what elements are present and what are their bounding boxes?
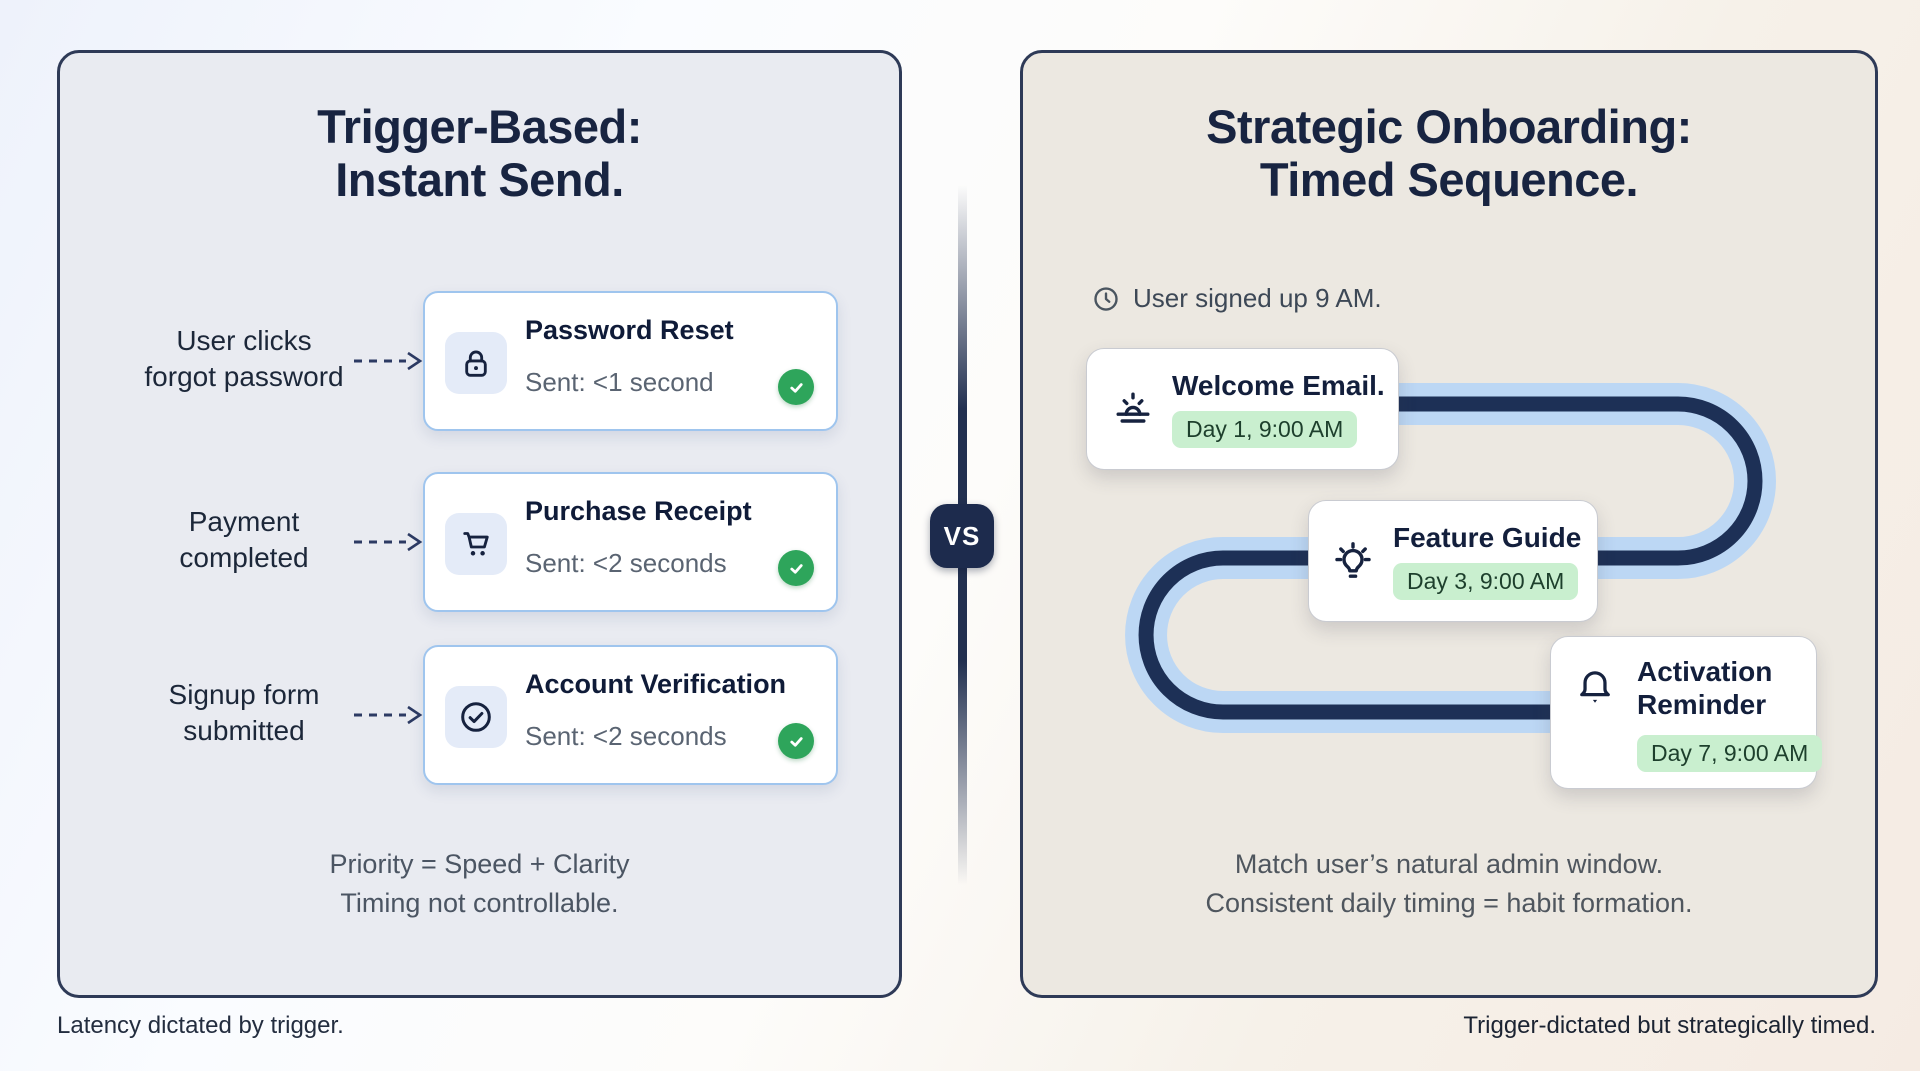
- signup-note-text: User signed up 9 AM.: [1133, 283, 1382, 313]
- trigger-based-panel: Trigger-Based: Instant Send. User clicks…: [57, 50, 902, 998]
- sunrise-icon: [1105, 381, 1161, 437]
- card-title: Password Reset: [525, 315, 734, 345]
- card-password-reset: Password Reset Sent: <1 second: [423, 291, 838, 431]
- card-subtitle: Sent: <2 seconds: [525, 721, 727, 751]
- label-line: forgot password: [144, 361, 344, 393]
- signup-note: User signed up 9 AM.: [1091, 283, 1382, 314]
- card-subtitle: Sent: <1 second: [525, 367, 714, 397]
- right-caption: Trigger-dictated but strategically timed…: [1463, 1012, 1876, 1039]
- strategic-onboarding-panel: Strategic Onboarding: Timed Sequence. Us…: [1020, 50, 1878, 998]
- step-card-welcome-email: Welcome Email. Day 1, 9:00 AM: [1086, 348, 1399, 470]
- row-label-signup-submitted: Signup form submitted: [98, 677, 390, 750]
- vs-badge: VS: [930, 504, 994, 568]
- label-line: completed: [179, 542, 309, 574]
- step-title: Feature Guide: [1393, 522, 1582, 553]
- check-circle-icon: [445, 686, 507, 748]
- left-title-line1: Trigger-Based:: [317, 100, 642, 153]
- step-card-feature-guide: Feature Guide Day 3, 9:00 AM: [1308, 500, 1598, 622]
- label-line: submitted: [183, 715, 305, 747]
- row-label-payment-completed: Payment completed: [98, 504, 390, 577]
- card-title: Purchase Receipt: [525, 496, 752, 526]
- footer-line: Consistent daily timing = habit formatio…: [1205, 888, 1693, 919]
- right-panel-footer: Match user’s natural admin window. Consi…: [1023, 845, 1875, 923]
- dashed-arrow-icon: [352, 704, 424, 726]
- check-badge-icon: [778, 723, 814, 759]
- label-line: Payment: [188, 506, 300, 537]
- footer-line: Timing not controllable.: [340, 888, 619, 919]
- right-title-line2: Timed Sequence.: [1259, 152, 1639, 206]
- step-title: Welcome Email.: [1172, 370, 1385, 401]
- footer-line: Match user’s natural admin window.: [1234, 849, 1664, 879]
- cart-icon: [445, 513, 507, 575]
- left-panel-footer: Priority = Speed + Clarity Timing not co…: [60, 845, 899, 923]
- step-card-activation-reminder: Activation Reminder Day 7, 9:00 AM: [1550, 636, 1823, 789]
- left-caption: Latency dictated by trigger.: [57, 1012, 344, 1039]
- label-line: Signup form: [168, 679, 320, 710]
- step-badge: Day 1, 9:00 AM: [1172, 411, 1358, 448]
- row-label-forgot-password: User clicks forgot password: [98, 323, 390, 396]
- card-account-verification: Account Verification Sent: <2 seconds: [423, 645, 838, 785]
- step-badge: Day 7, 9:00 AM: [1637, 735, 1823, 772]
- right-title-line1: Strategic Onboarding:: [1206, 100, 1692, 153]
- right-panel-title: Strategic Onboarding: Timed Sequence.: [1023, 100, 1875, 206]
- left-panel-title: Trigger-Based: Instant Send.: [60, 100, 899, 206]
- dashed-arrow-icon: [352, 531, 424, 553]
- dashed-arrow-icon: [352, 350, 424, 372]
- step-badge: Day 3, 9:00 AM: [1393, 563, 1579, 600]
- lightbulb-icon: [1325, 533, 1381, 589]
- vs-label: VS: [943, 520, 981, 551]
- clock-icon: [1091, 284, 1121, 314]
- check-badge-icon: [778, 369, 814, 405]
- step-title: Activation Reminder: [1637, 656, 1773, 721]
- lock-icon: [445, 332, 507, 394]
- card-subtitle: Sent: <2 seconds: [525, 548, 727, 578]
- check-badge-icon: [778, 550, 814, 586]
- left-title-line2: Instant Send.: [335, 152, 624, 206]
- bell-icon: [1567, 659, 1623, 715]
- footer-line: Priority = Speed + Clarity: [329, 849, 630, 879]
- label-line: User clicks: [176, 325, 312, 356]
- card-title: Account Verification: [525, 669, 787, 699]
- card-purchase-receipt: Purchase Receipt Sent: <2 seconds: [423, 472, 838, 612]
